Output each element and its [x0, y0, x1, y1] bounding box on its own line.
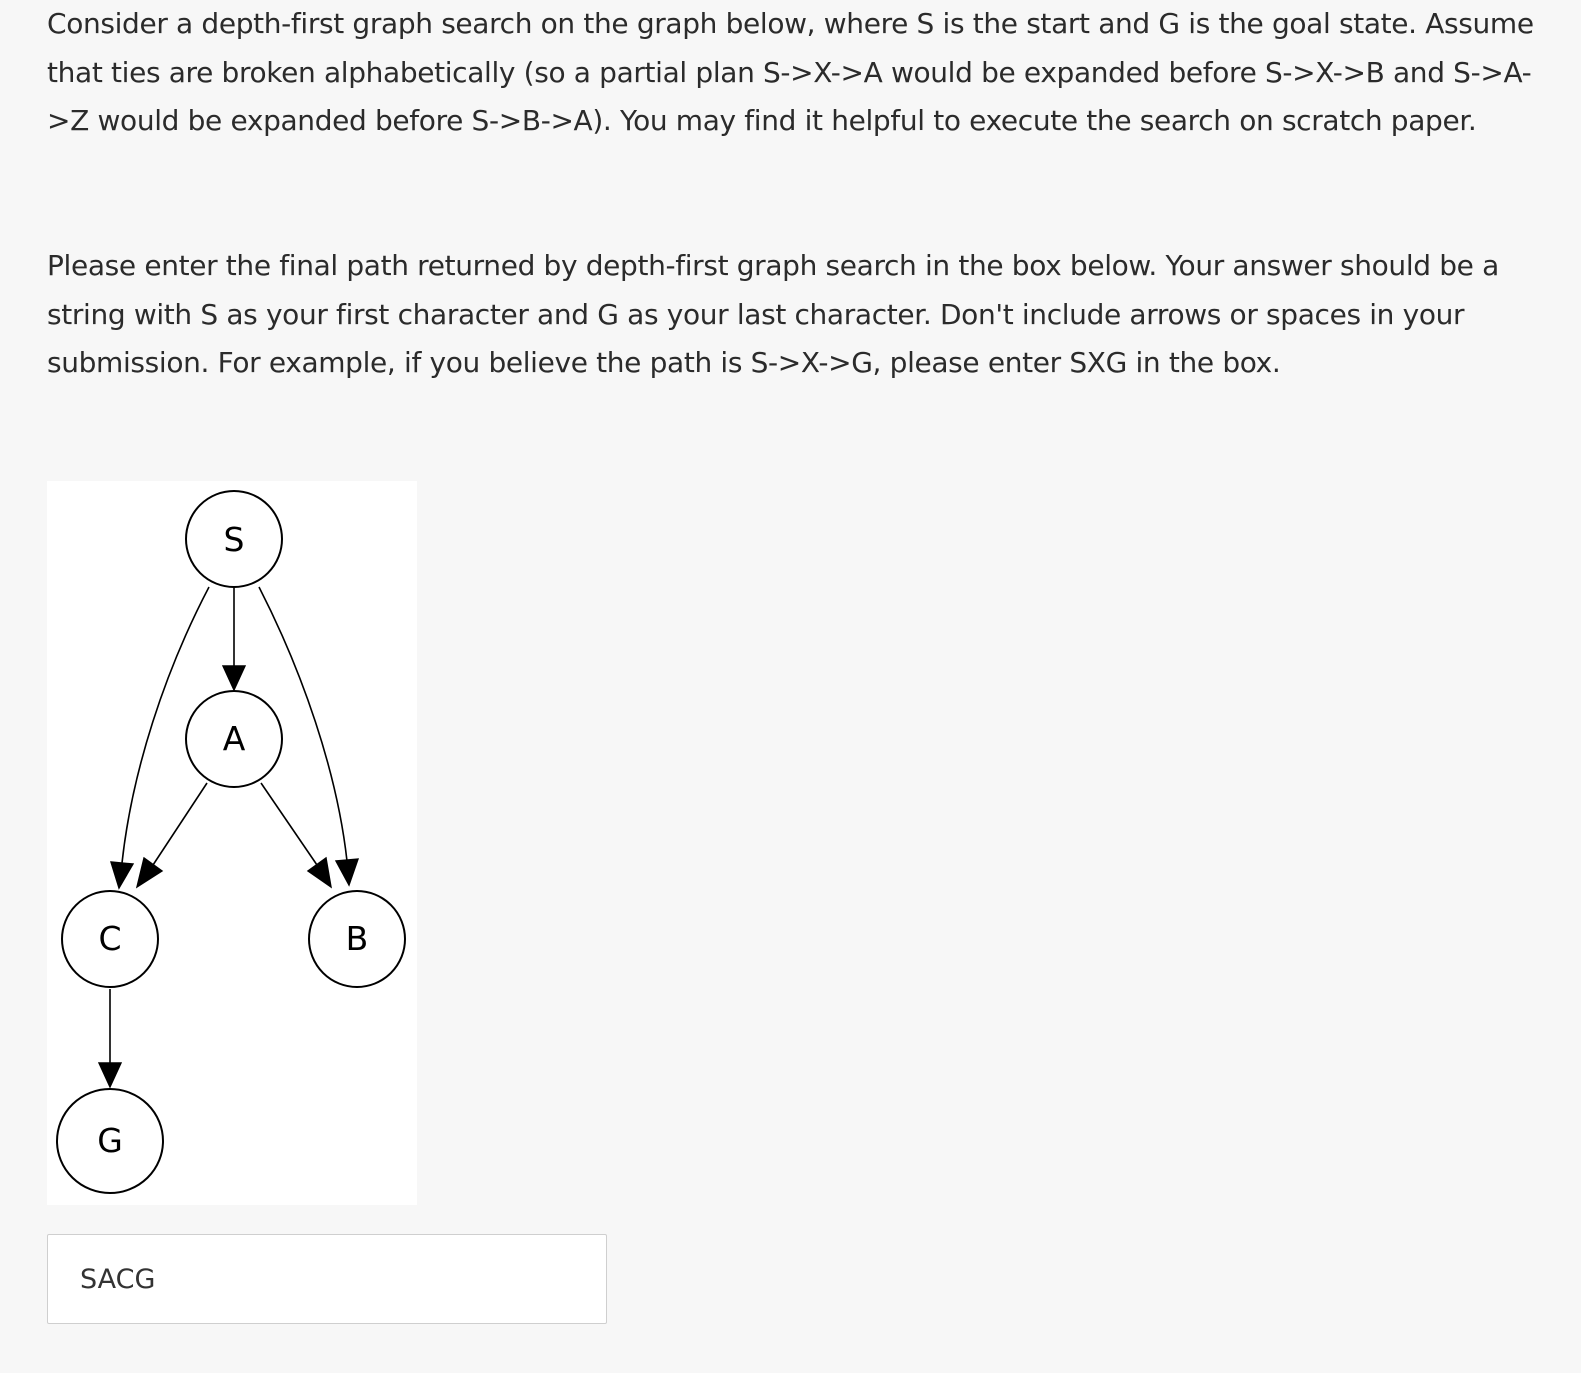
question-paragraph-1: Consider a depth-first graph search on t…: [47, 7, 1534, 137]
arrowhead-a-b: [306, 856, 332, 889]
arrowhead-c-g: [97, 1062, 123, 1089]
node-a-label: A: [223, 719, 246, 758]
node-b: B: [308, 890, 406, 988]
node-s: S: [185, 490, 283, 588]
node-g-label: G: [97, 1121, 123, 1160]
arrowhead-s-b: [334, 858, 360, 887]
node-b-label: B: [346, 919, 369, 958]
graph-svg: S A C B G: [56, 490, 406, 1194]
edge-s-b: [258, 586, 348, 862]
node-a: A: [185, 690, 283, 788]
node-s-label: S: [224, 520, 245, 559]
edge-a-c: [152, 782, 208, 866]
edge-s-c: [121, 586, 210, 864]
edge-a-b: [260, 782, 318, 866]
arrowhead-a-c: [135, 856, 164, 889]
question-paragraph-2: Please enter the final path returned by …: [47, 249, 1499, 379]
arrowhead-s-a: [221, 665, 247, 692]
node-c: C: [61, 890, 159, 988]
graph-figure: S A C B G: [47, 481, 417, 1205]
node-c-label: C: [98, 919, 121, 958]
arrowhead-s-c: [110, 861, 135, 890]
node-g: G: [56, 1088, 164, 1194]
answer-input[interactable]: [47, 1234, 607, 1324]
